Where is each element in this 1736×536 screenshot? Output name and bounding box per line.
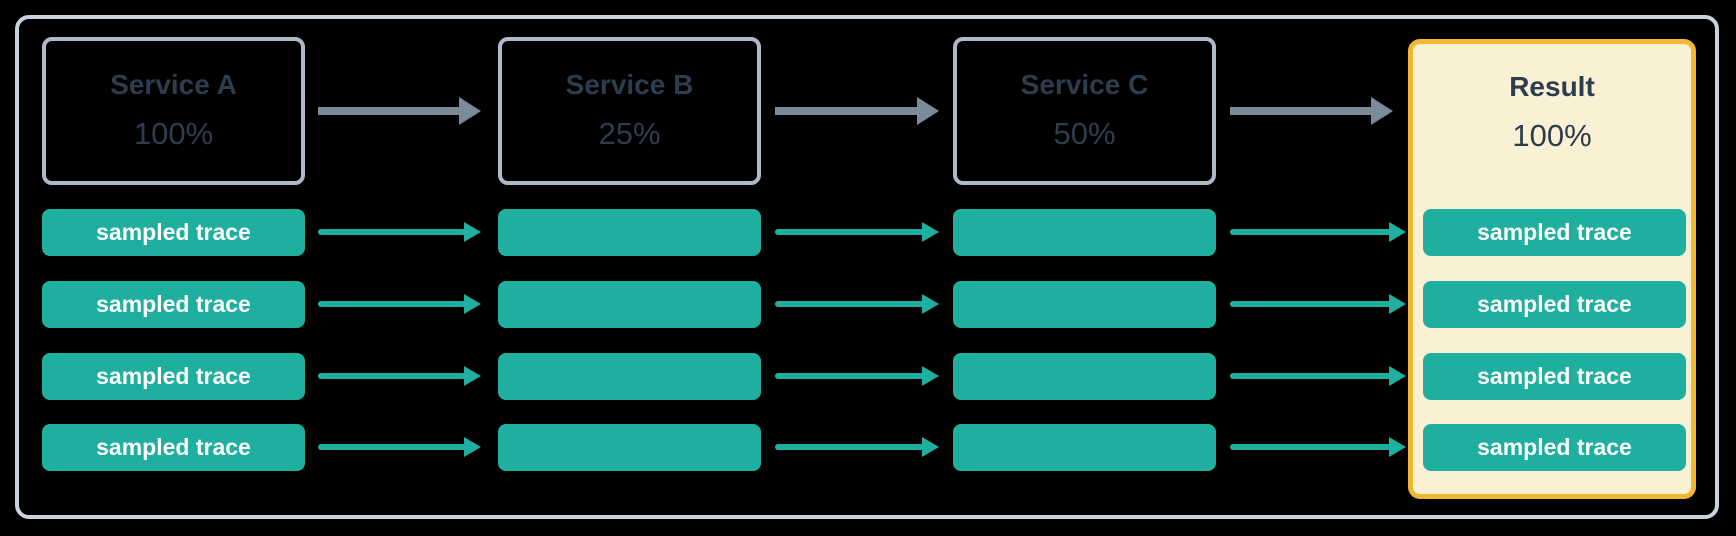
service-b-title: Service B	[565, 69, 694, 100]
arrow-shaft	[318, 107, 462, 115]
arrow-right-icon	[775, 221, 939, 243]
sampled-trace-box: sampled trace	[42, 281, 305, 328]
arrow-right-icon	[775, 293, 939, 315]
arrow-shaft	[318, 301, 466, 307]
arrow-shaft	[1230, 301, 1391, 307]
arrow-shaft	[318, 444, 466, 450]
arrow-shaft	[318, 229, 466, 235]
result-panel-head: Result 100%	[1413, 44, 1691, 158]
arrow-right-icon	[1230, 365, 1406, 387]
service-c-title: Service C	[1020, 69, 1149, 100]
arrow-shaft	[775, 373, 924, 379]
trace-box	[953, 209, 1216, 256]
arrow-head	[459, 97, 481, 125]
trace-box	[498, 353, 761, 400]
arrow-shaft	[1230, 444, 1391, 450]
arrow-head	[922, 437, 939, 457]
arrow-right-icon	[318, 436, 481, 458]
service-a-title: Service A	[110, 69, 237, 100]
sampled-trace-box: sampled trace	[42, 424, 305, 471]
arrow-right-icon	[318, 221, 481, 243]
sampled-trace-box: sampled trace	[42, 353, 305, 400]
arrow-shaft	[775, 301, 924, 307]
arrow-right-icon	[775, 97, 939, 125]
arrow-head	[922, 366, 939, 386]
sampled-trace-box: sampled trace	[1423, 424, 1686, 471]
arrow-head	[1371, 97, 1393, 125]
arrow-right-icon	[775, 365, 939, 387]
trace-box	[498, 209, 761, 256]
sampled-trace-box: sampled trace	[1423, 209, 1686, 256]
arrow-right-icon	[1230, 436, 1406, 458]
sampled-trace-box: sampled trace	[1423, 281, 1686, 328]
result-percentage: 100%	[1512, 118, 1592, 153]
arrow-shaft	[775, 444, 924, 450]
service-c-box: Service C 50%	[953, 37, 1216, 185]
service-a-box: Service A 100%	[42, 37, 305, 185]
trace-box	[953, 281, 1216, 328]
trace-box	[953, 424, 1216, 471]
arrow-right-icon	[318, 293, 481, 315]
arrow-shaft	[775, 229, 924, 235]
arrow-head	[917, 97, 939, 125]
arrow-right-icon	[775, 436, 939, 458]
arrow-head	[464, 366, 481, 386]
result-title: Result	[1509, 71, 1595, 102]
arrow-head	[464, 294, 481, 314]
service-b-box: Service B 25%	[498, 37, 761, 185]
sampled-trace-box: sampled trace	[1423, 353, 1686, 400]
arrow-head	[1389, 294, 1406, 314]
arrow-right-icon	[318, 97, 481, 125]
arrow-shaft	[1230, 229, 1391, 235]
arrow-shaft	[1230, 373, 1391, 379]
arrow-shaft	[318, 373, 466, 379]
arrow-shaft	[1230, 107, 1374, 115]
result-panel: Result 100% sampled trace sampled trace …	[1408, 39, 1696, 499]
arrow-head	[1389, 437, 1406, 457]
arrow-right-icon	[1230, 97, 1393, 125]
arrow-right-icon	[1230, 293, 1406, 315]
trace-box	[953, 353, 1216, 400]
trace-box	[498, 424, 761, 471]
arrow-head	[464, 222, 481, 242]
arrow-head	[1389, 222, 1406, 242]
arrow-head	[922, 294, 939, 314]
service-b-percentage: 25%	[598, 116, 661, 151]
arrow-head	[922, 222, 939, 242]
arrow-right-icon	[1230, 221, 1406, 243]
trace-box	[498, 281, 761, 328]
arrow-shaft	[775, 107, 920, 115]
service-a-percentage: 100%	[133, 116, 214, 151]
sampled-trace-box: sampled trace	[42, 209, 305, 256]
diagram-frame	[15, 15, 1719, 519]
service-c-percentage: 50%	[1053, 116, 1116, 151]
arrow-right-icon	[318, 365, 481, 387]
arrow-head	[1389, 366, 1406, 386]
arrow-head	[464, 437, 481, 457]
